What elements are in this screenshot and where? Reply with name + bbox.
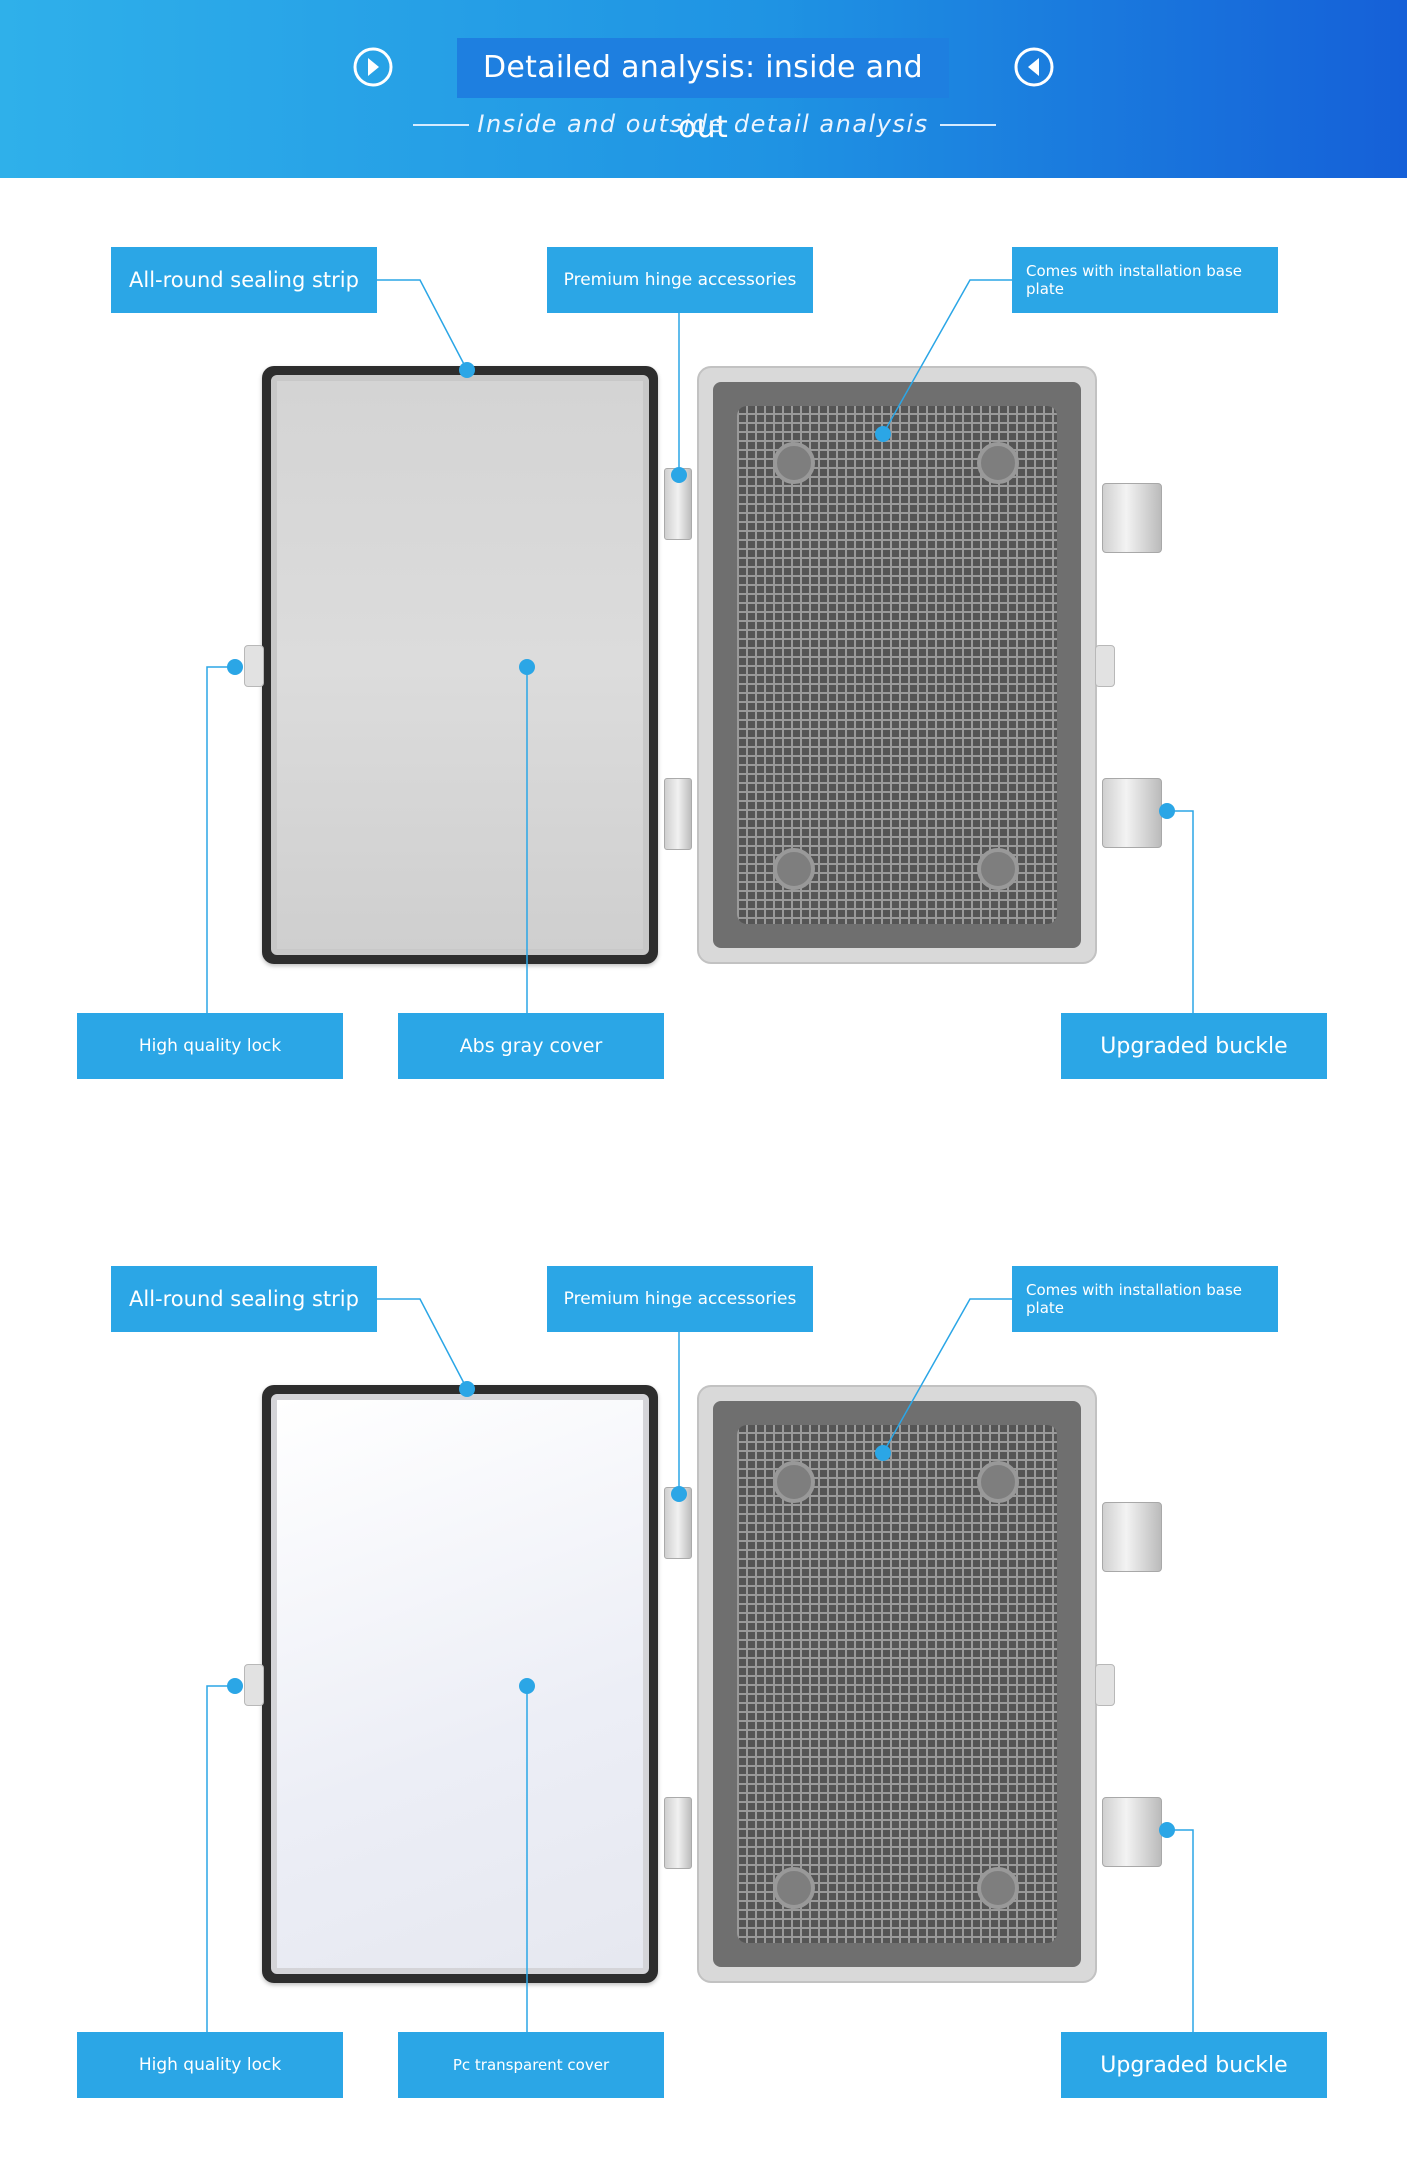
chevron-right-circle-icon[interactable] bbox=[352, 46, 394, 88]
callout-dot bbox=[227, 659, 243, 675]
mount-boss bbox=[977, 848, 1019, 890]
mount-boss bbox=[773, 848, 815, 890]
mount-boss bbox=[773, 1867, 815, 1909]
label-buckle: Upgraded buckle bbox=[1061, 2032, 1327, 2098]
mount-boss bbox=[773, 442, 815, 484]
enclosure-interior bbox=[713, 1401, 1081, 1967]
buckle-bottom bbox=[1102, 778, 1162, 848]
page-subtitle: Inside and outside detail analysis bbox=[477, 110, 929, 138]
subtitle-divider-right bbox=[940, 124, 996, 126]
buckle-top bbox=[1102, 483, 1162, 553]
label-buckle: Upgraded buckle bbox=[1061, 1013, 1327, 1079]
installation-base-plate bbox=[737, 1425, 1057, 1943]
page-title: Detailed analysis: inside and out bbox=[457, 38, 949, 145]
label-lock: High quality lock bbox=[77, 2032, 343, 2098]
subtitle-divider-left bbox=[413, 124, 469, 126]
enclosure-lid bbox=[262, 1385, 658, 1983]
mount-boss bbox=[977, 1867, 1019, 1909]
side-tab bbox=[1095, 1664, 1115, 1706]
label-sealing-strip: All-round sealing strip bbox=[111, 1266, 377, 1332]
enclosure-base bbox=[697, 1385, 1097, 1983]
installation-base-plate bbox=[737, 406, 1057, 924]
pc-transparent-cover-panel bbox=[271, 1394, 649, 1974]
buckle-bottom bbox=[1102, 1797, 1162, 1867]
hinge-top bbox=[664, 468, 692, 540]
enclosure-base bbox=[697, 366, 1097, 964]
lock-tab bbox=[244, 1664, 264, 1706]
mount-boss bbox=[773, 1461, 815, 1503]
lock-tab bbox=[244, 645, 264, 687]
abs-gray-cover-panel bbox=[271, 375, 649, 955]
section-transparent-cover: All-round sealing strip Premium hinge ac… bbox=[0, 1197, 1407, 2098]
enclosure-interior bbox=[713, 382, 1081, 948]
mount-boss bbox=[977, 442, 1019, 484]
label-sealing-strip: All-round sealing strip bbox=[111, 247, 377, 313]
mount-boss bbox=[977, 1461, 1019, 1503]
hinge-bottom bbox=[664, 778, 692, 850]
label-lock: High quality lock bbox=[77, 1013, 343, 1079]
label-base-plate: Comes with installation base plate bbox=[1012, 247, 1278, 313]
label-cover: Abs gray cover bbox=[398, 1013, 664, 1079]
hinge-bottom bbox=[664, 1797, 692, 1869]
header-banner: Detailed analysis: inside and out Inside… bbox=[0, 0, 1407, 178]
chevron-left-circle-icon[interactable] bbox=[1013, 46, 1055, 88]
enclosure-lid bbox=[262, 366, 658, 964]
section-gray-cover: All-round sealing strip Premium hinge ac… bbox=[0, 178, 1407, 1079]
side-tab bbox=[1095, 645, 1115, 687]
label-base-plate: Comes with installation base plate bbox=[1012, 1266, 1278, 1332]
buckle-top bbox=[1102, 1502, 1162, 1572]
label-hinge: Premium hinge accessories bbox=[547, 1266, 813, 1332]
label-cover: Pc transparent cover bbox=[398, 2032, 664, 2098]
hinge-top bbox=[664, 1487, 692, 1559]
callout-dot bbox=[227, 1678, 243, 1694]
label-hinge: Premium hinge accessories bbox=[547, 247, 813, 313]
